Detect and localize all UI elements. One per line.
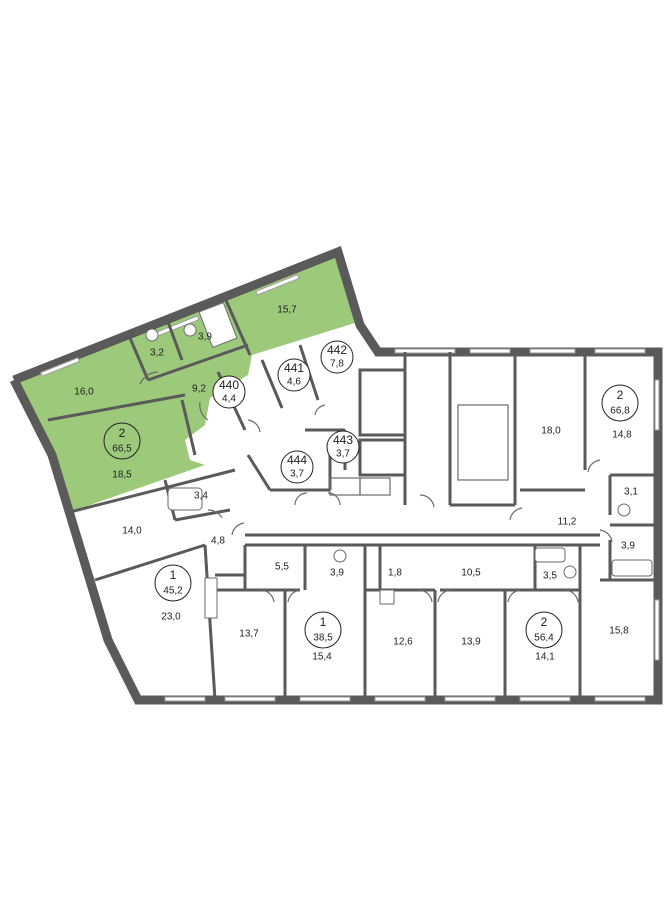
room-area: 3,5	[543, 571, 557, 582]
apartment-rooms: 2	[617, 388, 624, 402]
apartment-rooms: 2	[119, 426, 126, 440]
apartment-marker[interactable]	[103, 422, 141, 460]
room-area: 3,9	[330, 568, 344, 579]
windows	[40, 273, 660, 702]
room-area: 5,5	[275, 562, 289, 573]
room-area: 3,2	[150, 348, 164, 359]
room-area: 15,7	[277, 305, 297, 316]
storage-number: 443	[333, 433, 353, 447]
room-area-labels: 15,7 3,2 3,9 16,0 9,2 18,5 14,0 3,4 4,8 …	[74, 305, 638, 663]
apartment-area: 38,5	[313, 633, 333, 644]
storage-marker[interactable]	[277, 358, 311, 392]
storage-marker[interactable]	[280, 450, 314, 484]
room-area: 12,6	[393, 637, 413, 648]
room-area: 16,0	[74, 387, 94, 398]
room-area: 3,4	[194, 491, 208, 502]
apartment-marker[interactable]	[601, 384, 639, 422]
storage-marker[interactable]	[326, 430, 360, 464]
apartment-area: 45,2	[163, 586, 183, 597]
fixtures	[145, 301, 653, 619]
room-area: 14,0	[122, 526, 142, 537]
room-area: 13,7	[239, 629, 259, 640]
room-area: 10,5	[461, 568, 481, 579]
room-area: 13,9	[461, 637, 481, 648]
storage-area: 4,6	[287, 377, 301, 388]
storage-marker[interactable]	[320, 340, 354, 374]
room-area: 18,5	[112, 470, 132, 481]
apartment-rooms: 1	[170, 568, 177, 582]
room-area: 3,9	[621, 541, 635, 552]
storage-number: 441	[284, 361, 304, 375]
room-area: 15,8	[609, 626, 629, 637]
room-area: 1,8	[388, 568, 402, 579]
apartment-rooms: 2	[541, 615, 548, 629]
room-area: 15,4	[312, 652, 332, 663]
apartment-markers: 2 66,5 1 45,2 1 38,5 2 56,4 2 66,8	[103, 384, 639, 649]
room-area: 3,9	[198, 332, 212, 343]
doors	[139, 371, 613, 603]
apartment-marker[interactable]	[154, 564, 192, 602]
room-area: 18,0	[541, 426, 561, 437]
room-area: 14,1	[535, 652, 555, 663]
storage-area: 7,8	[330, 359, 344, 370]
storage-number: 444	[287, 453, 307, 467]
room-area: 11,2	[558, 517, 577, 528]
room-area: 14,8	[612, 430, 632, 441]
apartment-rooms: 1	[320, 615, 327, 629]
room-area: 3,1	[624, 487, 638, 498]
room-area: 23,0	[161, 612, 181, 623]
storage-area: 3,7	[290, 469, 304, 480]
apartment-area: 56,4	[534, 633, 554, 644]
storage-area: 3,7	[336, 449, 350, 460]
storage-number: 442	[327, 343, 347, 357]
apartment-marker[interactable]	[525, 611, 563, 649]
room-area: 9,2	[192, 384, 206, 395]
interior-walls	[47, 297, 658, 701]
storage-markers: 440 4,4 441 4,6 442 7,8 443 3,7 444 3,7	[212, 340, 360, 484]
apartment-area: 66,5	[112, 444, 132, 455]
storage-number: 440	[219, 378, 239, 392]
apartment-area: 66,8	[610, 406, 630, 417]
room-area: 4,8	[211, 536, 225, 547]
storage-marker[interactable]	[212, 375, 246, 409]
storage-area: 4,4	[222, 394, 236, 405]
apartment-marker[interactable]	[304, 611, 342, 649]
apartment-highlighted-area[interactable]	[14, 252, 358, 512]
